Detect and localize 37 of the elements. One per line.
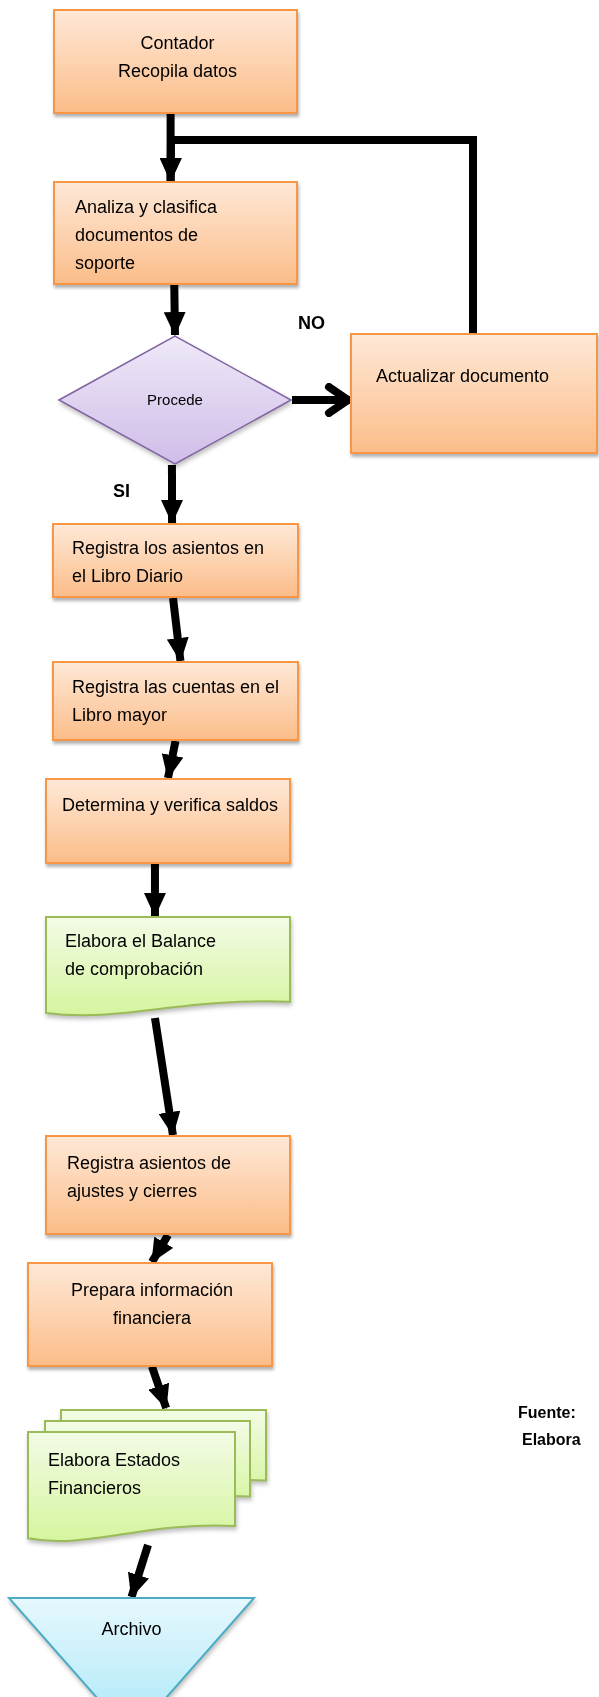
arrow xyxy=(163,284,186,336)
arrow xyxy=(151,1017,181,1136)
arrow xyxy=(127,1543,152,1599)
node-text: Registra los asientos en el Libro Diario xyxy=(72,537,266,588)
node-text: Prepara información financiera xyxy=(69,1279,235,1330)
note-text: Fuente: xyxy=(518,1403,576,1423)
arrow xyxy=(292,383,352,417)
node-text: Registra las cuentas en el Libro mayor xyxy=(72,676,280,727)
process-box xyxy=(52,661,299,741)
node-text: Contador xyxy=(140,32,215,55)
process-box xyxy=(53,9,298,114)
process-box xyxy=(27,1262,273,1367)
arrow xyxy=(148,1365,170,1410)
node-text: Elabora Estados Financieros xyxy=(48,1449,182,1500)
node-text: Actualizar documento xyxy=(376,365,550,388)
note-text: Elabora xyxy=(522,1430,581,1450)
document-shape xyxy=(45,916,291,1018)
process-box xyxy=(350,333,598,454)
node-text: Determina y verifica saldos xyxy=(61,794,279,817)
process-box xyxy=(53,181,298,285)
process-box xyxy=(52,523,299,598)
node-text: Archivo xyxy=(101,1618,162,1641)
arrow xyxy=(159,136,477,333)
arrow xyxy=(161,740,184,779)
arrow xyxy=(161,465,183,524)
node-text: Recopila datos xyxy=(117,60,238,83)
process-box xyxy=(45,778,291,864)
arrow xyxy=(143,864,166,917)
multi-document-shape xyxy=(27,1408,269,1545)
archive-triangle xyxy=(8,1597,255,1697)
node-text: Analiza y clasifica documentos de soporte xyxy=(75,196,219,275)
node-text: Procede xyxy=(147,390,203,410)
process-box xyxy=(45,1135,291,1235)
arrow xyxy=(166,597,189,662)
decision-diamond xyxy=(58,335,292,465)
node-text: Elabora el Balance de comprobación xyxy=(65,930,218,981)
node-text: Registra asientos de ajustes y cierres xyxy=(67,1152,233,1203)
